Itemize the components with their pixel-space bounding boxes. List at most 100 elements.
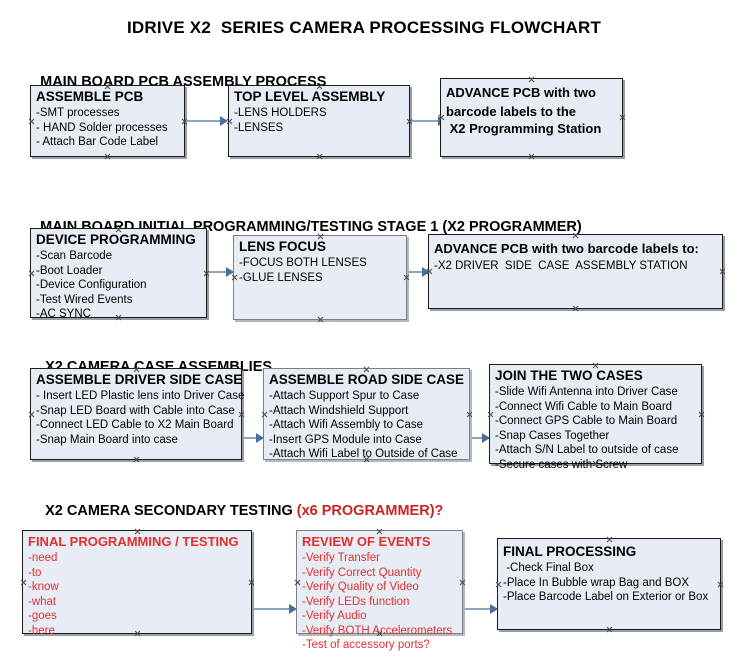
section-heading-red-suffix: (x6 PROGRAMMER)?	[296, 503, 444, 519]
flow-box-title: ASSEMBLE ROAD SIDE CASE	[269, 372, 465, 387]
flow-box-content: ADVANCE PCB with two barcode labels to t…	[446, 84, 620, 138]
connector-line	[209, 271, 234, 273]
flow-box-title: ASSEMBLE DRIVER SIDE CASE	[36, 372, 243, 387]
flow-box-title: REVIEW OF EVENTS	[302, 534, 431, 549]
connector-arrow-icon	[226, 267, 234, 277]
anchor-handle-bottom[interactable]	[317, 316, 324, 323]
flow-box-line: -here	[28, 624, 55, 637]
flow-box-line: -Secure cases with Screw	[495, 458, 628, 471]
flow-box-line: -Verify Quality of Video	[302, 581, 419, 593]
flow-box-content: FINAL PROCESSING -Check Final Box -Place…	[503, 544, 718, 605]
flow-box-line: -Attach Windshield Support	[269, 404, 409, 417]
anchor-handle-left[interactable]	[20, 579, 27, 586]
flow-box-review-of-events[interactable]: REVIEW OF EVENTS -Verify Transfer -Verif…	[294, 530, 463, 651]
flow-box-device-programming[interactable]: DEVICE PROGRAMMING -Scan Barcode -Boot L…	[28, 228, 207, 320]
connector-line	[465, 608, 499, 610]
flow-box-line: -what	[28, 595, 57, 608]
flow-box-line: -AC SYNC	[36, 308, 91, 320]
connector-line	[412, 120, 447, 122]
anchor-handle-left[interactable]	[261, 411, 268, 418]
flow-box-line: -to	[28, 566, 42, 579]
connector-line	[244, 437, 264, 439]
anchor-handle-bottom[interactable]	[104, 153, 111, 160]
connector-line	[254, 608, 296, 610]
flow-box-title: JOIN THE TWO CASES	[495, 368, 643, 383]
flow-box-advance-pcb-station[interactable]: ADVANCE PCB with two barcode labels to t…	[440, 78, 623, 157]
flow-box-line: -FOCUS BOTH LENSES	[239, 257, 367, 269]
connector-arrow-icon	[289, 604, 297, 614]
anchor-handle-left[interactable]	[28, 118, 35, 125]
flow-box-line: -Attach Wifi Label to Outside of Case	[269, 448, 458, 460]
connector-line	[409, 271, 429, 273]
connector-arrow-icon	[482, 433, 490, 443]
flow-box-line: -GLUE LENSES	[239, 271, 323, 284]
flow-box-line: -Verify Audio	[302, 610, 367, 622]
flow-box-line: -Slide Wifi Antenna into Driver Case	[495, 386, 678, 398]
flow-box-line: -Connect LED Cable to X2 Main Board	[36, 419, 234, 431]
flow-box-assemble-road-side-case[interactable]: ASSEMBLE ROAD SIDE CASE -Attach Support …	[263, 368, 470, 460]
flow-box-final-processing[interactable]: FINAL PROCESSING -Check Final Box -Place…	[497, 538, 721, 630]
flow-box-line: -Test Wired Events	[36, 293, 133, 306]
flow-box-content: ASSEMBLE ROAD SIDE CASE -Attach Support …	[269, 372, 467, 462]
anchor-handle-left[interactable]	[28, 270, 35, 277]
anchor-handle-left[interactable]	[28, 411, 35, 418]
flow-box-title: ASSEMBLE PCB	[36, 89, 144, 104]
section-heading-text: X2 CAMERA SECONDARY TESTING	[45, 503, 297, 519]
flow-box-assemble-driver-side-case[interactable]: ASSEMBLE DRIVER SIDE CASE - Insert LED P…	[28, 368, 245, 463]
flow-box-line: X2 Programming Station	[446, 121, 602, 136]
flow-box-line: -Place In Bubble wrap Bag and BOX	[503, 576, 690, 589]
flow-box-line: -Verify Correct Quantity	[302, 566, 422, 579]
flow-box-lens-focus[interactable]: LENS FOCUS -FOCUS BOTH LENSES -GLUE LENS…	[233, 235, 407, 320]
connector-line	[187, 120, 227, 122]
connector-arrow-icon	[422, 267, 430, 277]
flow-box-content: REVIEW OF EVENTS -Verify Transfer -Verif…	[302, 534, 460, 653]
flow-box-line: barcode labels to the	[446, 103, 577, 119]
flow-box-line: - Attach Bar Code Label	[36, 136, 159, 148]
flow-box-title: FINAL PROCESSING	[503, 544, 637, 559]
anchor-handle-bottom[interactable]	[316, 153, 323, 160]
flow-box-content: ADVANCE PCB with two barcode labels to: …	[434, 240, 720, 276]
flow-box-line: -SMT processes	[36, 107, 120, 119]
anchor-handle-bottom[interactable]	[572, 305, 579, 312]
flow-box-content: JOIN THE TWO CASES -Slide Wifi Antenna i…	[495, 368, 699, 472]
flow-box-join-the-two-cases[interactable]: JOIN THE TWO CASES -Slide Wifi Antenna i…	[487, 364, 702, 471]
flow-box-line: - Insert LED Plastic lens into Driver Ca…	[36, 390, 245, 402]
flow-box-line: -Snap Main Board into case	[36, 433, 178, 446]
anchor-handle-bottom[interactable]	[133, 456, 140, 463]
flow-box-content: FINAL PROGRAMMING / TESTING -need -to -k…	[28, 534, 249, 638]
flow-box-title: ADVANCE PCB with two barcode labels to:	[434, 241, 699, 256]
flow-box-final-programming-testing[interactable]: FINAL PROGRAMMING / TESTING -need -to -k…	[20, 530, 252, 637]
flow-box-line: -Verify BOTH Accelerometers	[302, 624, 453, 637]
flow-box-assemble-pcb[interactable]: ASSEMBLE PCB -SMT processes - HAND Solde…	[30, 85, 185, 157]
flow-box-title: FINAL PROGRAMMING / TESTING	[28, 534, 239, 549]
anchor-handle-bottom[interactable]	[528, 153, 535, 160]
flow-box-line: -goes	[28, 610, 57, 622]
flow-box-line: -Check Final Box	[503, 562, 594, 574]
connector-arrow-icon	[490, 604, 498, 614]
flow-box-content: LENS FOCUS -FOCUS BOTH LENSES -GLUE LENS…	[239, 239, 404, 285]
flow-box-line: -Connect GPS Cable to Main Board	[495, 415, 678, 427]
flow-box-title: LENS FOCUS	[239, 239, 327, 254]
anchor-handle-bottom[interactable]	[606, 626, 613, 633]
page-title: IDRIVE X2 SERIES CAMERA PROCESSING FLOWC…	[127, 18, 602, 37]
flow-box-content: TOP LEVEL ASSEMBLY -LENS HOLDERS -LENSES	[234, 89, 407, 135]
flow-box-line: -Connect Wifi Cable to Main Board	[495, 400, 673, 413]
anchor-handle-left[interactable]	[294, 579, 301, 586]
flow-box-title: DEVICE PROGRAMMING	[36, 232, 196, 247]
anchor-handle-left[interactable]	[487, 411, 494, 418]
anchor-handle-top[interactable]	[528, 76, 535, 83]
section-heading-secondary-testing: X2 CAMERA SECONDARY TESTING (x6 PROGRAMM…	[29, 487, 443, 535]
flow-box-top-level-assembly[interactable]: TOP LEVEL ASSEMBLY -LENS HOLDERS -LENSES	[228, 85, 410, 157]
anchor-handle-top[interactable]	[606, 536, 613, 543]
flow-box-title: TOP LEVEL ASSEMBLY	[234, 89, 386, 104]
flow-box-line: -Boot Loader	[36, 264, 103, 277]
flow-box-line: -need	[28, 552, 58, 564]
connector-arrow-icon	[220, 116, 228, 126]
flow-box-line: -know	[28, 581, 59, 593]
flow-box-content: ASSEMBLE PCB -SMT processes - HAND Solde…	[36, 89, 182, 150]
connector-arrow-icon	[256, 433, 264, 443]
flow-box-advance-pcb-driver-side[interactable]: ADVANCE PCB with two barcode labels to: …	[428, 234, 723, 309]
anchor-handle-left[interactable]	[495, 581, 502, 588]
flow-box-line: -Insert GPS Module into Case	[269, 433, 422, 446]
